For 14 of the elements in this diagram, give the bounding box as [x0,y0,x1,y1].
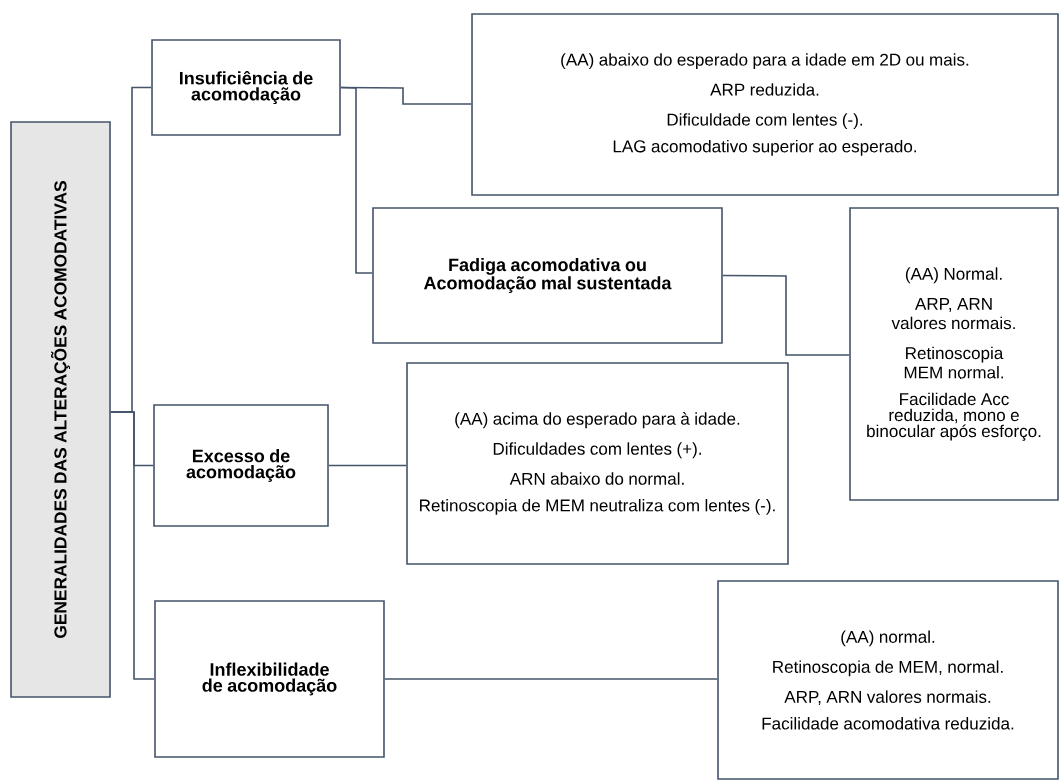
category-box: Fadiga acomodativa ou Acomodação mal sustentada [372,207,723,344]
connector-line [110,411,155,680]
connector-line [340,86,373,274]
category-box: Inflexibilidade de acomodação [154,600,385,758]
category-box: Excesso de acomodação [153,404,329,527]
description-box: (AA) normal. Retinoscopia de MEM, normal. ARP, ARN valores normais. Facilidade acomodativa reduzida. [717,580,1059,780]
category-box: Insuficiência de acomodação [151,39,341,136]
description-box: (AA) abaixo do esperado para a idade em 2D ou mais. ARP reduzida. Dificuldade com lentes (-). LAG acomodativo superior ao esperado. [471,13,1059,196]
description-box: (AA) Normal. ARP, ARN valores normais. Retinoscopia MEM normal. Facilidade Acc reduzida, mono e binocular após esforço. [849,207,1059,501]
connector-line [328,464,407,467]
title-box: GENERALIDADES DAS ALTERAÇÕES ACOMODATIVAS [10,121,111,698]
description-box: (AA) acima do esperado para à idade. Dificuldades com lentes (+). ARN abaixo do normal. Retinoscopia de MEM neutraliza com lentes (-). [406,362,789,565]
connector-line [722,274,850,356]
connector-line [384,678,718,680]
